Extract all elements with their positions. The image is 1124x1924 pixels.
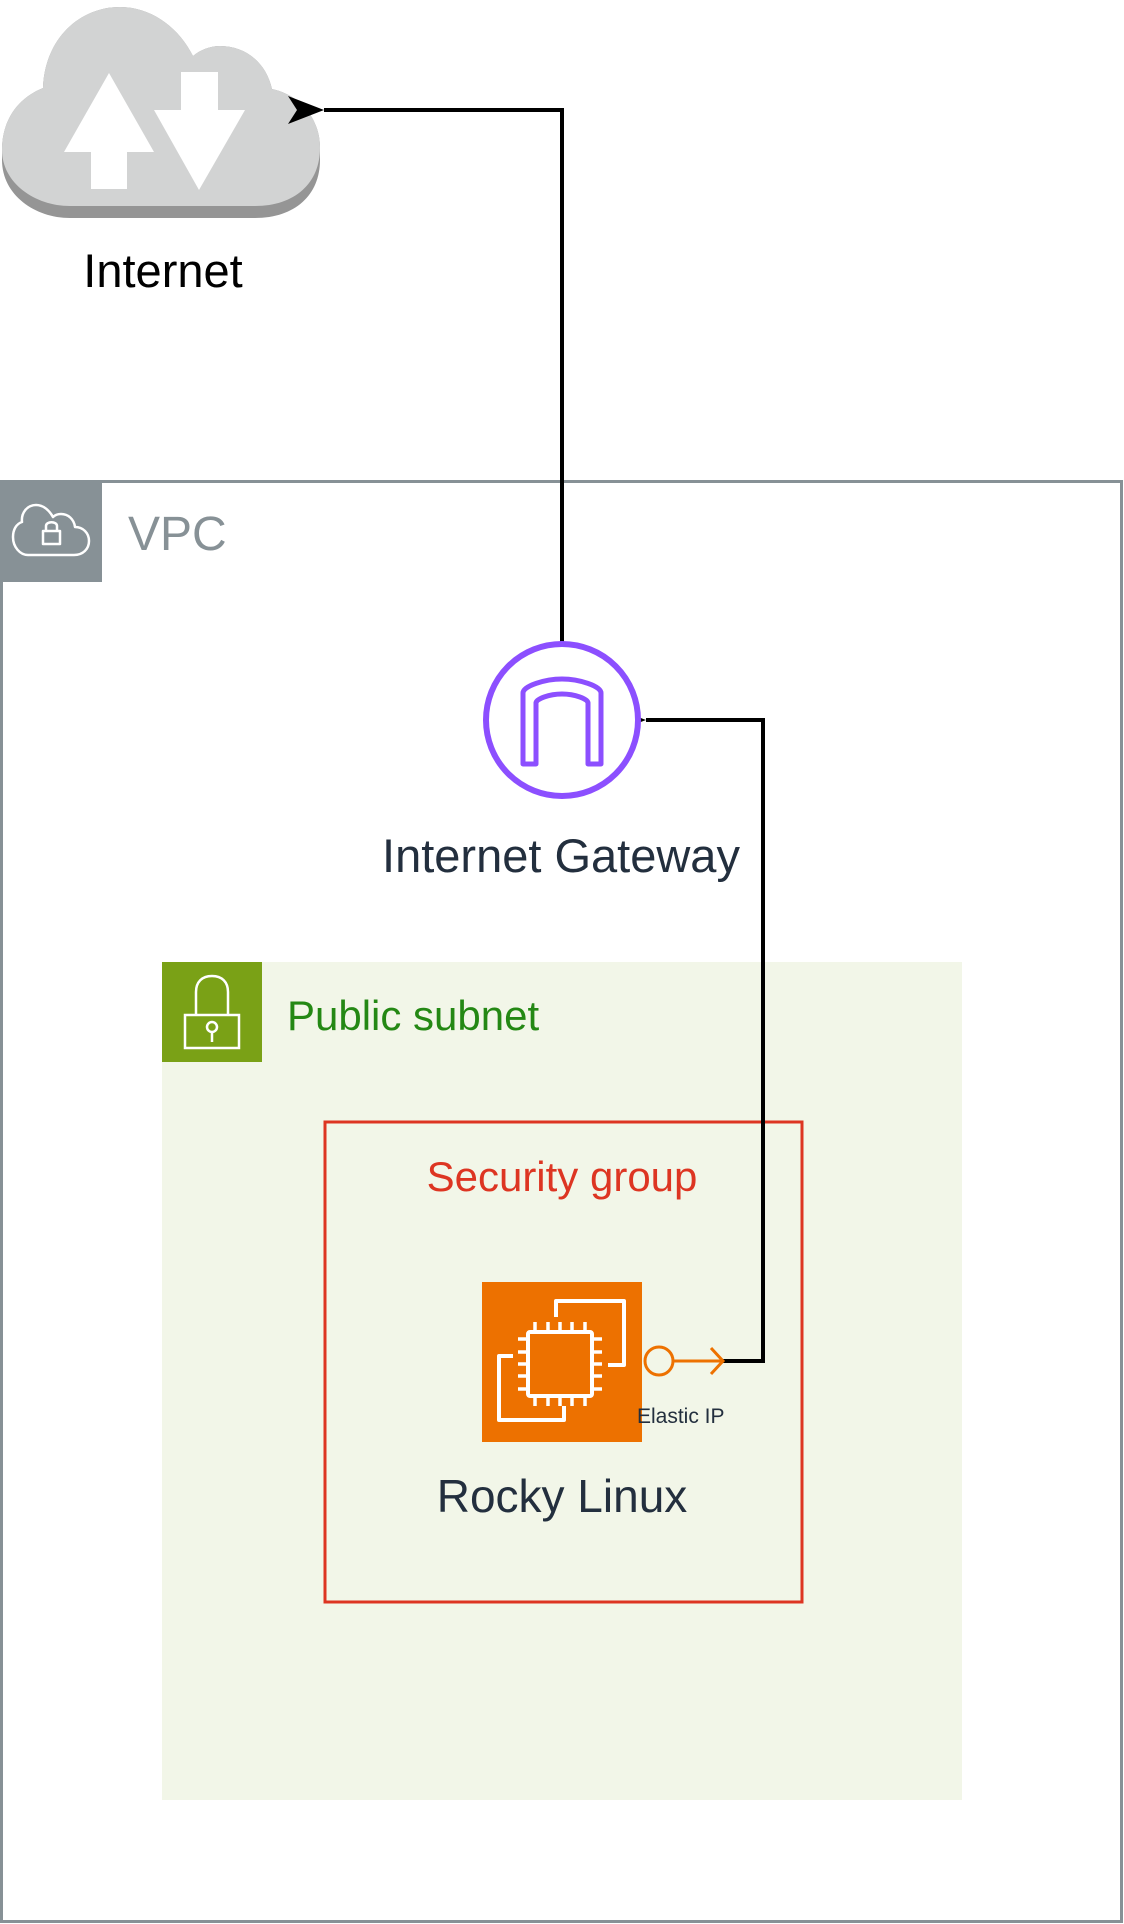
vpc-cloud-lock-icon	[11, 503, 91, 557]
security-group-border	[323, 1120, 804, 1604]
internet-gateway-icon	[483, 641, 641, 799]
gateway-arch-icon	[520, 676, 604, 767]
internet-gateway-node[interactable]: Internet Gateway	[382, 641, 740, 882]
connector-elastic-ip-to-gateway	[610, 706, 765, 1363]
internet-label: Internet	[83, 244, 242, 297]
internet-gateway-label: Internet Gateway	[382, 829, 740, 882]
padlock-icon	[183, 974, 241, 1050]
download-arrow-icon	[154, 72, 245, 190]
ec2-instance-node[interactable]: Rocky Linux	[437, 1282, 688, 1522]
elastic-ip-icon	[643, 1345, 726, 1377]
public-subnet-icon-box	[162, 962, 262, 1062]
upload-arrow-icon	[64, 73, 154, 189]
internet-node[interactable]: Internet	[2, 7, 320, 297]
elastic-ip-label: Elastic IP	[637, 1405, 725, 1428]
security-group-label: Security group	[427, 1153, 698, 1200]
elastic-ip-node[interactable]: Elastic IP	[637, 1345, 726, 1428]
connector-gateway-to-internet	[288, 96, 564, 643]
security-group-container[interactable]: Security group	[323, 1120, 804, 1604]
ec2-instance-label: Rocky Linux	[437, 1470, 688, 1522]
internet-cloud-icon	[2, 7, 320, 218]
public-subnet-label: Public subnet	[287, 992, 539, 1039]
ec2-instance-icon	[497, 1299, 626, 1422]
vpc-label: VPC	[128, 508, 227, 561]
cloud-body	[2, 7, 320, 206]
